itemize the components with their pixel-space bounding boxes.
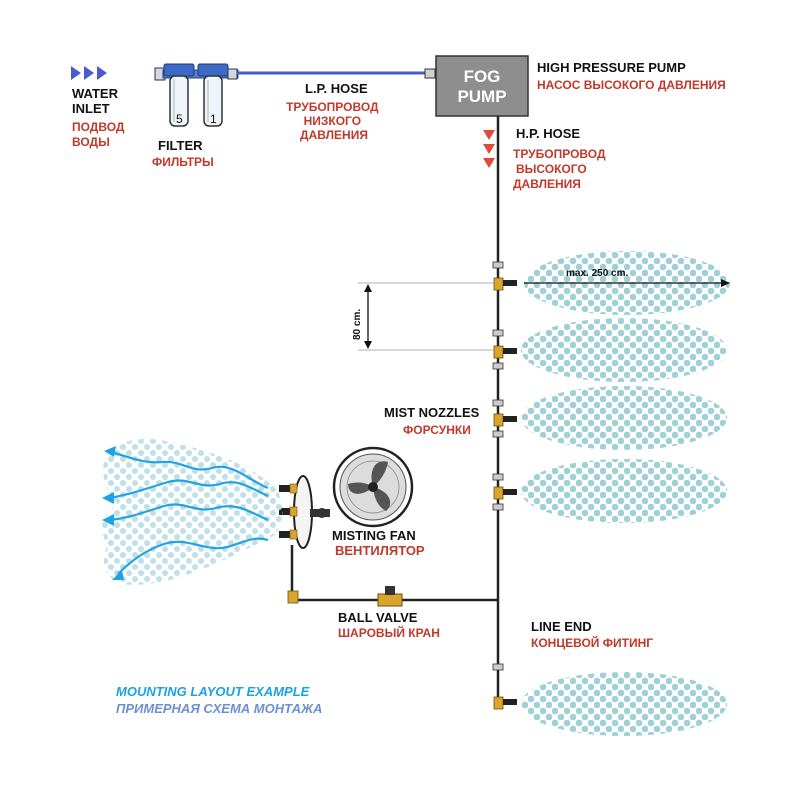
misting-fan-label-ru: ВЕНТИЛЯТОР — [335, 543, 425, 558]
filter-number-left: 5 — [176, 112, 183, 126]
pump-label-ru: НАСОС ВЫСОКОГО ДАВЛЕНИЯ — [537, 78, 726, 92]
ball-valve-icon — [377, 586, 403, 607]
filter-number-right: 1 — [210, 112, 217, 126]
ball-valve-label-ru: ШАРОВЫЙ КРАН — [338, 625, 440, 640]
mist-spray-icon — [521, 672, 727, 736]
mist-nozzle-icon — [492, 261, 517, 291]
pump-box-label-line1: FOG — [464, 67, 501, 86]
mist-nozzle-icon — [492, 399, 517, 438]
hp-hose-label-ru: ТРУБОПРОВОД ВЫСОКОГО ДАВЛЕНИЯ — [513, 147, 609, 191]
mist-nozzle-icon — [492, 329, 517, 370]
spray-range-arrow — [524, 279, 730, 287]
mist-nozzles-label-ru: ФОРСУНКИ — [403, 423, 471, 437]
nozzle-spacing-label: 80 cm. — [352, 309, 363, 340]
airflow-icon — [102, 439, 283, 585]
filter-label-ru: ФИЛЬТРЫ — [152, 155, 214, 169]
lp-hose-label: L.P. HOSE — [305, 81, 368, 96]
filter-housing-icon — [154, 63, 239, 127]
mist-spray-icon — [521, 459, 727, 523]
mist-nozzle-icon — [492, 663, 517, 710]
nozzle-spacing-dimension — [358, 282, 494, 351]
pump-box-icon: FOG PUMP — [435, 55, 529, 117]
fan-icon — [332, 446, 414, 528]
spray-range-label: max. 250 cm. — [566, 268, 628, 279]
footer-title-ru: ПРИМЕРНАЯ СХЕМА МОНТАЖА — [116, 701, 322, 716]
fan-ring-icon — [279, 475, 330, 549]
pump-label: HIGH PRESSURE PUMP — [537, 60, 686, 75]
mist-nozzles-label: MIST NOZZLES — [384, 405, 480, 420]
line-end-label-ru: КОНЦЕВОЙ ФИТИНГ — [531, 635, 653, 650]
pump-box-label-line2: PUMP — [457, 87, 506, 106]
line-end-label: LINE END — [531, 619, 592, 634]
inlet-arrows-icon — [71, 66, 107, 80]
misting-fan-label: MISTING FAN — [332, 528, 416, 543]
lp-hose-label-ru: ТРУБОПРОВОД НИЗКОГО ДАВЛЕНИЯ — [286, 100, 382, 142]
hp-hose-label: H.P. HOSE — [516, 126, 580, 141]
mist-spray-icon — [521, 386, 727, 450]
water-inlet-label: WATER INLET — [72, 86, 122, 116]
elbow-fitting — [287, 590, 299, 604]
flow-down-arrows-icon — [483, 130, 495, 168]
footer-title: MOUNTING LAYOUT EXAMPLE — [116, 684, 310, 699]
mist-spray-icon — [521, 318, 727, 382]
water-inlet-label-ru: ПОДВОД ВОДЫ — [72, 120, 128, 149]
mist-nozzle-icon — [492, 473, 517, 511]
pump-inlet-fitting — [424, 68, 436, 79]
filter-label: FILTER — [158, 138, 203, 153]
ball-valve-label: BALL VALVE — [338, 610, 418, 625]
